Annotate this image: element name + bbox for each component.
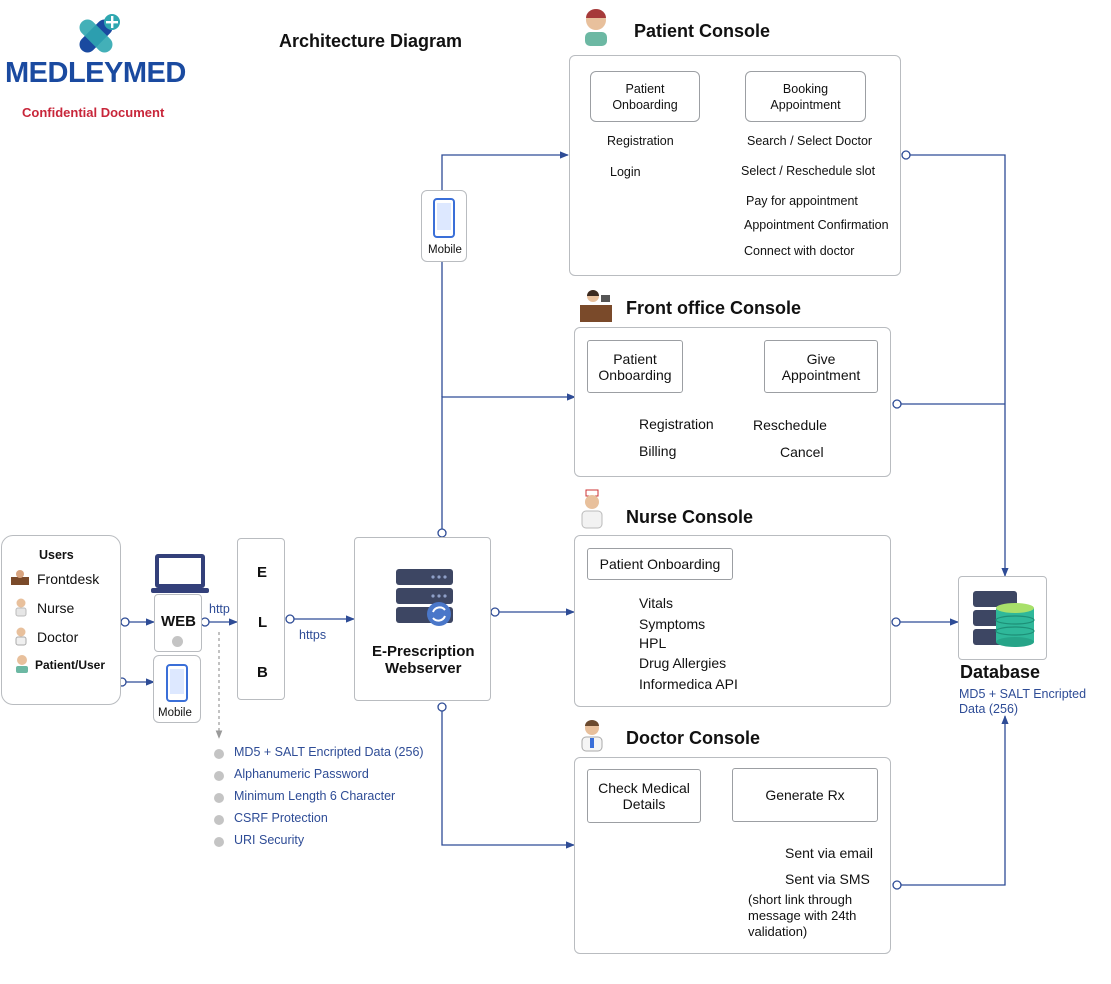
front-patient-onboarding-node: Patient Onboarding xyxy=(587,340,683,393)
patient-step-connect: Connect with doctor xyxy=(744,244,855,258)
check-medical-details-label: Check Medical Details xyxy=(598,780,690,812)
elb-box xyxy=(237,538,285,700)
front-office-icon xyxy=(579,287,613,323)
patient-onboarding-label: Patient Onboarding xyxy=(612,81,678,112)
patient-console-title: Patient Console xyxy=(634,21,771,41)
doctor-console-title: Doctor Console xyxy=(626,728,761,748)
database-subtitle: MD5 + SALT Encripted Data (256) xyxy=(959,687,1087,716)
check-medical-details-node: Check Medical Details xyxy=(587,769,701,823)
patient-login-label: Login xyxy=(610,165,641,179)
https-label: https xyxy=(299,628,327,642)
doctor-sent-email-label: Sent via email xyxy=(785,845,873,861)
nurse-console-title: Nurse Console xyxy=(626,507,754,527)
medley-logo-icon xyxy=(79,14,120,53)
users-item-patient: Patient/User xyxy=(35,658,106,672)
users-item-frontdesk: Frontdesk xyxy=(37,571,100,587)
security-item: Minimum Length 6 Character xyxy=(234,789,396,803)
patient-step-select-slot: Select / Reschedule slot xyxy=(741,164,876,178)
users-panel xyxy=(1,535,121,705)
give-appointment-label: Give Appointment xyxy=(781,350,861,383)
booking-appointment-label: Booking Appointment xyxy=(770,81,841,112)
bullet-icon xyxy=(214,837,224,847)
brand-logo xyxy=(74,12,122,56)
front-reschedule-label: Reschedule xyxy=(753,417,827,433)
database-title: Database xyxy=(960,662,1041,682)
nurse-avatar-icon xyxy=(578,489,606,529)
security-item: Alphanumeric Password xyxy=(234,767,369,781)
doctor-sms-note: (short link through message with 24th va… xyxy=(748,892,857,939)
front-office-console-title: Front office Console xyxy=(626,298,801,318)
http-label: http xyxy=(209,602,230,616)
nurse-item-symptoms: Symptoms xyxy=(639,616,706,632)
bullet-icon xyxy=(214,793,224,803)
brand-name-part1: MEDLEY xyxy=(5,57,123,89)
nurse-patient-onboarding-label: Patient Onboarding xyxy=(599,556,721,572)
confidential-label: Confidential Document xyxy=(22,105,165,120)
page-title: Architecture Diagram xyxy=(279,31,463,51)
server-stack-icon xyxy=(395,567,455,629)
web-label: WEB xyxy=(161,613,196,630)
security-item: CSRF Protection xyxy=(234,811,328,825)
elb-letter-b: B xyxy=(257,664,268,681)
users-item-doctor: Doctor xyxy=(37,629,79,645)
front-registration-label: Registration xyxy=(639,416,714,432)
users-item-nurse: Nurse xyxy=(37,600,75,616)
nurse-icon xyxy=(13,597,29,617)
front-patient-onboarding-label: Patient Onboarding xyxy=(598,350,672,383)
give-appointment-node: Give Appointment xyxy=(764,340,878,393)
webserver-label-line1: E-Prescription xyxy=(372,643,475,660)
laptop-icon xyxy=(151,552,209,596)
patient-step-confirmation: Appointment Confirmation xyxy=(744,218,889,232)
patient-step-search-doctor: Search / Select Doctor xyxy=(747,134,873,148)
security-item: URI Security xyxy=(234,833,305,847)
doctor-icon xyxy=(13,626,29,646)
mobile-gateway-label: Mobile xyxy=(428,244,462,256)
mobile-phone-icon xyxy=(431,198,457,238)
patient-avatar-icon xyxy=(582,8,610,46)
patient-onboarding-node: Patient Onboarding xyxy=(590,71,700,122)
elb-letter-l: L xyxy=(258,614,268,631)
patient-step-pay: Pay for appointment xyxy=(746,194,858,208)
doctor-avatar-icon xyxy=(578,718,606,752)
brand-name: MEDLEYMED xyxy=(5,57,186,90)
bullet-icon xyxy=(214,749,224,759)
bullet-icon xyxy=(214,815,224,825)
frontdesk-icon xyxy=(10,568,30,586)
booking-appointment-node: Booking Appointment xyxy=(745,71,866,122)
nurse-item-vitals: Vitals xyxy=(639,595,673,611)
database-icon xyxy=(972,588,1036,650)
web-mobile-label: Mobile xyxy=(158,707,192,719)
nurse-item-hpl: HPL xyxy=(639,635,667,651)
front-billing-label: Billing xyxy=(639,443,677,459)
patient-user-icon xyxy=(13,654,31,674)
bullet-icon xyxy=(214,771,224,781)
webserver-label-line2: Webserver xyxy=(385,660,462,677)
elb-letter-e: E xyxy=(257,564,268,581)
generate-rx-node: Generate Rx xyxy=(732,768,878,822)
nurse-item-informedica: Informedica API xyxy=(639,676,738,692)
front-cancel-label: Cancel xyxy=(780,444,824,460)
mobile-phone-icon xyxy=(164,664,190,702)
nurse-patient-onboarding-node: Patient Onboarding xyxy=(587,548,733,580)
brand-name-part2: MED xyxy=(122,57,186,89)
nurse-item-drug-allergies: Drug Allergies xyxy=(639,655,727,671)
patient-registration-label: Registration xyxy=(607,134,674,148)
web-home-button-icon xyxy=(172,636,183,647)
security-item: MD5 + SALT Encripted Data (256) xyxy=(234,745,424,759)
generate-rx-label: Generate Rx xyxy=(765,787,845,803)
users-heading: Users xyxy=(39,548,74,562)
doctor-sent-sms-label: Sent via SMS xyxy=(785,871,870,887)
